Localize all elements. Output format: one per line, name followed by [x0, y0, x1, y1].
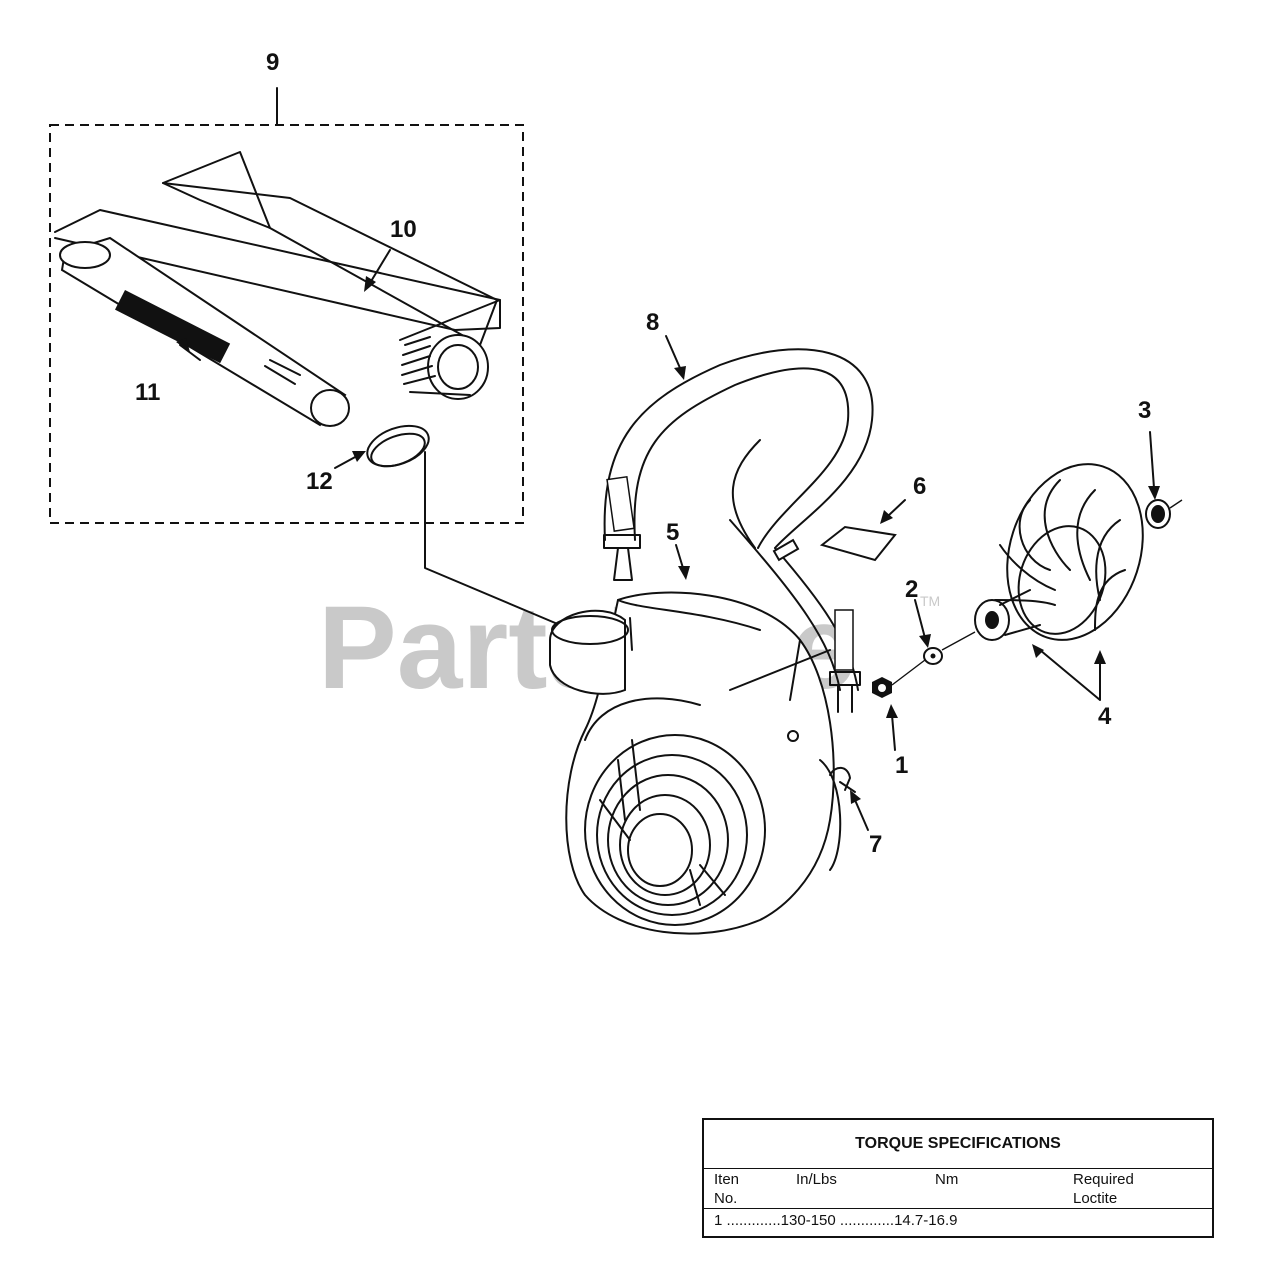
- washer-part: [923, 647, 943, 665]
- clip-part: [829, 766, 856, 793]
- callout-10: 10: [390, 216, 417, 243]
- callout-2: 2: [905, 576, 918, 603]
- callout-6: 6: [913, 473, 926, 500]
- shaft-line: [891, 631, 976, 686]
- blower-tube-part: [59, 236, 350, 427]
- leader-lines: [176, 249, 1160, 831]
- callout-3: 3: [1138, 397, 1151, 424]
- header-loctite-line2: Loctite: [1073, 1190, 1118, 1207]
- table-divider: [704, 1208, 1212, 1209]
- callout-11: 11: [135, 379, 160, 406]
- impeller-nut-part: [1145, 499, 1183, 529]
- table-divider: [704, 1168, 1212, 1169]
- nozzle-tube-part: [54, 151, 501, 400]
- nut-part: [872, 677, 892, 698]
- header-item-line1: Iten: [714, 1171, 740, 1188]
- kit-bracket: [49, 87, 524, 524]
- callout-8: 8: [646, 309, 659, 336]
- header-inlbs: In/Lbs: [796, 1171, 837, 1188]
- table-row: 1 .............130-150 .............14.7…: [714, 1212, 958, 1229]
- header-loctite: Required Loctite: [1073, 1170, 1134, 1208]
- watermark-tm: TM: [920, 593, 940, 609]
- harness-strap-part: [603, 348, 874, 713]
- header-item: Iten No.: [714, 1170, 739, 1208]
- callout-12: 12: [306, 468, 333, 495]
- callout-5: 5: [666, 519, 679, 546]
- header-loctite-line1: Required: [1073, 1171, 1134, 1188]
- header-item-line2: No.: [714, 1190, 738, 1207]
- decal-part: [819, 525, 897, 562]
- torque-specifications-table: TORQUE SPECIFICATIONS Iten No. In/Lbs Nm…: [702, 1118, 1214, 1238]
- blower-housing-part: [549, 591, 842, 935]
- callout-7: 7: [869, 831, 882, 858]
- header-nm: Nm: [935, 1171, 959, 1188]
- callout-9: 9: [266, 49, 279, 76]
- torque-table-title: TORQUE SPECIFICATIONS: [855, 1135, 1061, 1152]
- callout-4: 4: [1098, 703, 1112, 730]
- impeller-part: [974, 463, 1144, 641]
- clamp-part: [366, 424, 561, 626]
- callout-1: 1: [895, 752, 908, 779]
